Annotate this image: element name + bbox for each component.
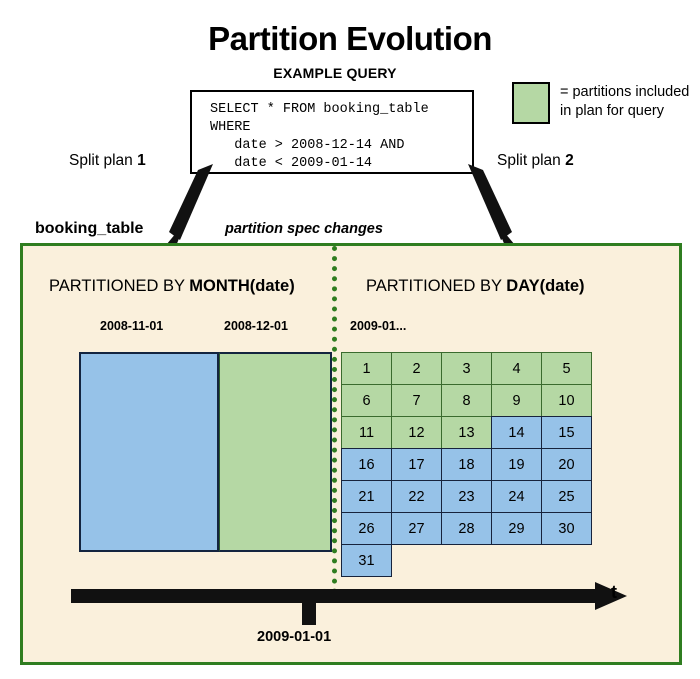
day-partition-cell: 3 (441, 352, 492, 385)
example-query-heading: EXAMPLE QUERY (273, 65, 397, 81)
day-partition-cell: 8 (441, 384, 492, 417)
day-partition-cell: 30 (541, 512, 592, 545)
partition-key-2008-12: 2008-12-01 (224, 319, 288, 333)
query-sql-text: SELECT * FROM booking_table WHERE date >… (210, 102, 429, 171)
day-partition-cell: 31 (341, 544, 392, 577)
day-partition-cell: 20 (541, 448, 592, 481)
day-partition-cell: 18 (441, 448, 492, 481)
booking-table-panel: PARTITIONED BY MONTH(date) PARTITIONED B… (20, 243, 682, 665)
day-partition-cell: 29 (491, 512, 542, 545)
legend: = partitions included in plan for query (512, 82, 689, 124)
day-partition-cell: 9 (491, 384, 542, 417)
split-plan-1-number: 1 (137, 152, 146, 169)
day-partition-cell: 2 (391, 352, 442, 385)
split-plan-1-label: Split plan 1 (69, 152, 146, 170)
day-partition-cell: 7 (391, 384, 442, 417)
split-plan-2-prefix: Split plan (497, 152, 566, 169)
month-partition-2008-11 (79, 352, 219, 552)
day-partition-cell: 15 (541, 416, 592, 449)
partition-key-2008-11: 2008-11-01 (100, 319, 164, 333)
example-query-box: SELECT * FROM booking_table WHERE date >… (190, 90, 474, 174)
partitioned-by-day-heading: PARTITIONED BY DAY(date) (366, 277, 585, 296)
legend-swatch-green (512, 82, 550, 124)
split-plan-2-label: Split plan 2 (497, 152, 574, 170)
day-partition-cell: 17 (391, 448, 442, 481)
day-partition-cell: 4 (491, 352, 542, 385)
day-partition-cell: 16 (341, 448, 392, 481)
day-heading-prefix: PARTITIONED BY (366, 277, 507, 295)
timeline-tick-label: 2009-01-01 (257, 629, 332, 645)
day-partition-cell: 19 (491, 448, 542, 481)
day-partition-cell: 28 (441, 512, 492, 545)
day-partition-cell: 24 (491, 480, 542, 513)
day-partition-cell: 23 (441, 480, 492, 513)
legend-label: = partitions included in plan for query (560, 84, 690, 119)
day-partition-cell: 25 (541, 480, 592, 513)
booking-table-caption: booking_table (35, 220, 144, 237)
partition-spec-divider (332, 246, 337, 594)
timeline-axis-variable: t (611, 582, 617, 602)
day-partition-cell: 27 (391, 512, 442, 545)
day-heading-bold: DAY(date) (506, 277, 585, 295)
month-heading-bold: MONTH(date) (189, 277, 295, 295)
day-partition-cell: 12 (391, 416, 442, 449)
month-heading-prefix: PARTITIONED BY (49, 277, 190, 295)
page-title: Partition Evolution (208, 20, 492, 57)
split-plan-1-prefix: Split plan (69, 152, 138, 169)
day-partition-cell: 21 (341, 480, 392, 513)
day-partition-cell: 10 (541, 384, 592, 417)
day-partition-cell: 22 (391, 480, 442, 513)
day-grid-row: 31 (341, 544, 597, 577)
day-partition-cell: 11 (341, 416, 392, 449)
partition-spec-changes-caption: partition spec changes (225, 221, 383, 237)
split-plan-2-number: 2 (565, 152, 574, 169)
partitioned-by-month-heading: PARTITIONED BY MONTH(date) (49, 277, 295, 296)
day-partition-cell: 1 (341, 352, 392, 385)
timeline-axis (71, 582, 627, 625)
day-partition-cell: 26 (341, 512, 392, 545)
day-partition-cell: 5 (541, 352, 592, 385)
day-partition-cell: 6 (341, 384, 392, 417)
month-partition-2008-12 (219, 352, 332, 552)
day-partition-cell: 14 (491, 416, 542, 449)
partition-key-2009-01: 2009-01... (350, 319, 407, 333)
day-partition-cell: 13 (441, 416, 492, 449)
